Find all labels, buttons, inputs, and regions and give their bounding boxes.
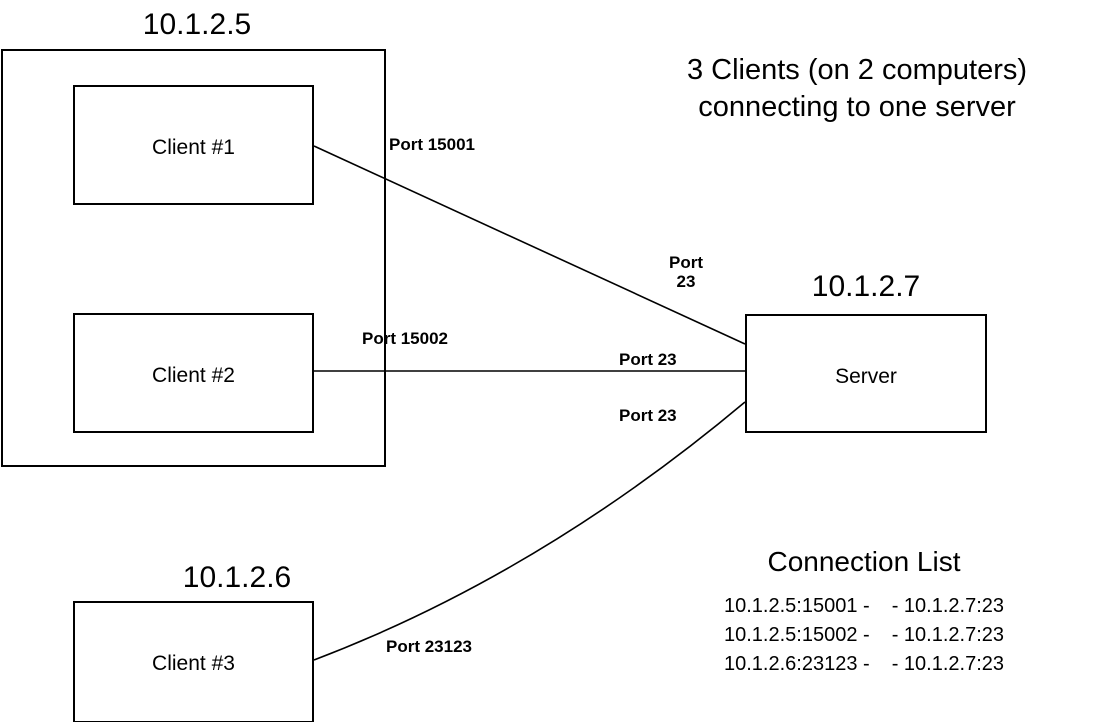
port-label-client1: Port 15001 — [389, 135, 475, 154]
port-label-server-top: Port 23 — [657, 253, 715, 291]
port-label-server-middle: Port 23 — [619, 350, 677, 369]
port-label-server-top-line2: 23 — [676, 272, 696, 292]
connection-list-row: 10.1.2.5:15001 - - 10.1.2.7:23 — [644, 592, 1084, 621]
connection-list: Connection List 10.1.2.5:15001 - - 10.1.… — [644, 548, 1084, 680]
host-b-ip-label: 10.1.2.6 — [182, 561, 292, 594]
client-2-label: Client #2 — [152, 364, 235, 387]
headline-line-1: 3 Clients (on 2 computers) — [686, 54, 1028, 86]
server-ip-label: 10.1.2.7 — [811, 270, 921, 303]
connection-list-title: Connection List — [767, 546, 961, 577]
connection-source: 10.1.2.5:15001 - — [724, 595, 870, 617]
port-label-server-bottom: Port 23 — [619, 406, 677, 425]
client-1-box[interactable]: Client #1 — [73, 85, 314, 205]
connection-destination: - 10.1.2.7:23 — [891, 624, 1004, 647]
server-label: Server — [835, 365, 897, 388]
client-2-box[interactable]: Client #2 — [73, 313, 314, 433]
client-3-label: Client #3 — [152, 652, 235, 675]
port-label-client3: Port 23123 — [386, 637, 472, 656]
connection-destination: - 10.1.2.7:23 — [891, 653, 1004, 676]
client-1-label: Client #1 — [152, 136, 235, 159]
port-label-server-top-line1: Port — [669, 253, 703, 272]
host-a-container — [1, 49, 386, 467]
host-a-ip-label: 10.1.2.5 — [142, 8, 252, 41]
headline-line-2: connecting to one server — [698, 91, 1016, 124]
connection-source: 10.1.2.5:15002 - — [724, 624, 870, 647]
port-label-client2: Port 15002 — [362, 329, 448, 348]
connection-list-row: 10.1.2.6:23123 - - 10.1.2.7:23 — [644, 650, 1084, 679]
connection-destination: - 10.1.2.7:23 — [891, 595, 1004, 617]
connection-source: 10.1.2.6:23123 - — [724, 653, 870, 676]
client-3-box[interactable]: Client #3 — [73, 601, 314, 722]
server-box[interactable]: Server — [745, 314, 987, 433]
diagram-headline: 3 Clients (on 2 computers) connecting to… — [600, 52, 1114, 126]
connection-list-row: 10.1.2.5:15002 - - 10.1.2.7:23 — [644, 621, 1084, 650]
